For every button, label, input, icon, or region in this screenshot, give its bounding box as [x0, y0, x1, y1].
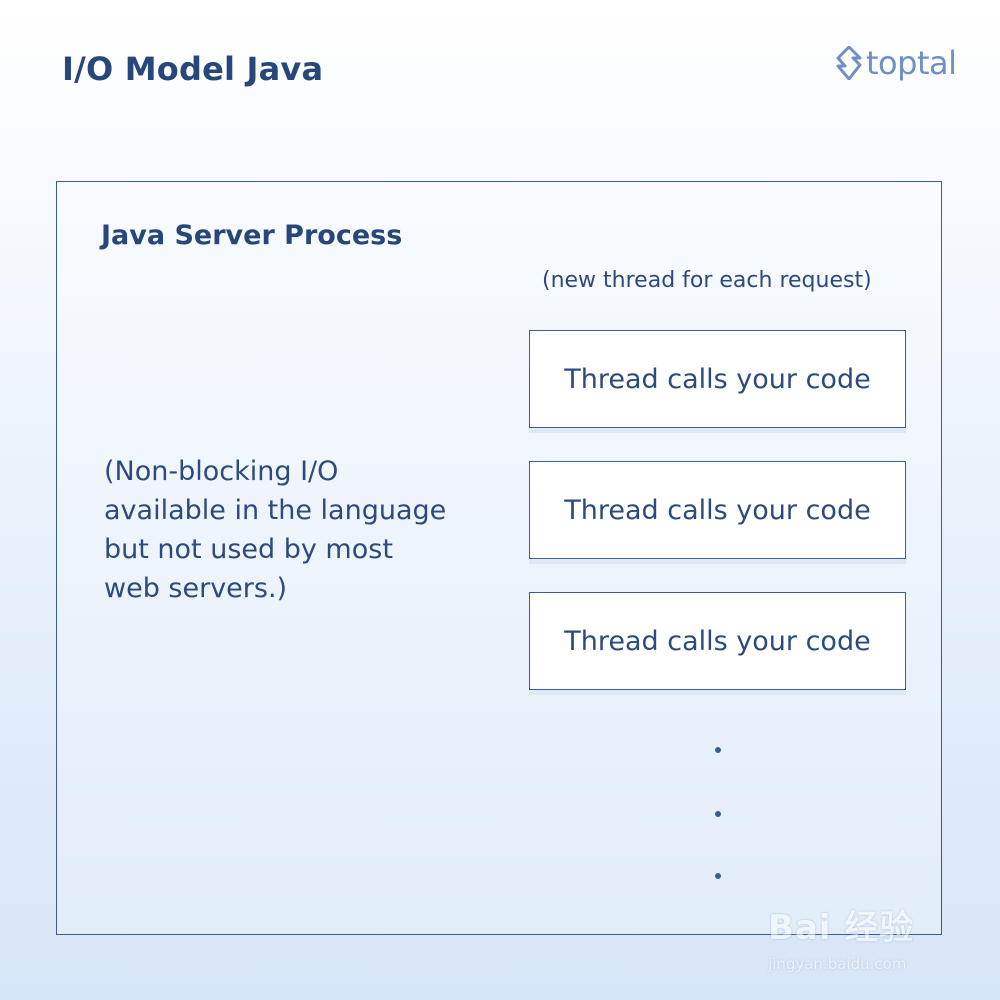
side-note-line: but not used by most: [104, 534, 393, 565]
side-note: (Non-blocking I/O available in the langu…: [104, 452, 504, 608]
dot-icon: [715, 747, 721, 753]
process-title: Java Server Process: [101, 220, 403, 251]
thread-box-1: Thread calls your code: [529, 330, 906, 428]
side-note-line: (Non-blocking I/O: [104, 456, 339, 487]
watermark-url: jingyan.baidu.com: [768, 955, 907, 973]
toptal-mark-icon: [836, 46, 862, 80]
watermark-brand: Bai 经验: [768, 908, 915, 948]
page-title: I/O Model Java: [62, 50, 324, 88]
brand-name: toptal: [866, 44, 957, 82]
dot-icon: [715, 873, 721, 879]
baidu-watermark: Bai 经验 jingyan.baidu.com: [768, 900, 968, 973]
side-note-line: web servers.): [104, 573, 288, 604]
dot-icon: [715, 811, 721, 817]
thread-label: Thread calls your code: [564, 363, 871, 395]
process-note: (new thread for each request): [542, 268, 872, 293]
thread-label: Thread calls your code: [564, 625, 871, 657]
thread-box-3: Thread calls your code: [529, 592, 906, 690]
toptal-logo: toptal: [836, 44, 957, 82]
thread-label: Thread calls your code: [564, 494, 871, 526]
side-note-line: available in the language: [104, 495, 447, 526]
thread-box-2: Thread calls your code: [529, 461, 906, 559]
